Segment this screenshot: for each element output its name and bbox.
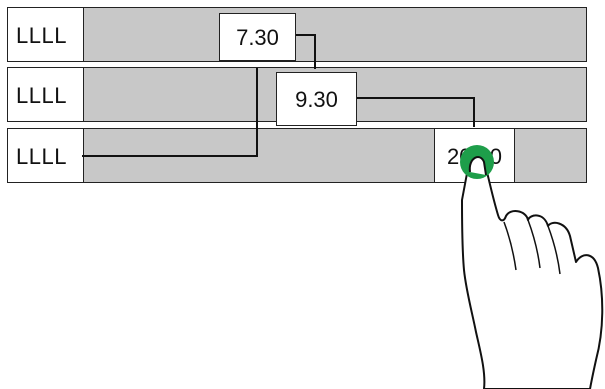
connector-line xyxy=(296,34,316,69)
finger-crease xyxy=(527,219,541,269)
fingertip xyxy=(468,156,487,176)
row-label-cell: LLLL xyxy=(8,68,84,121)
finger-crease xyxy=(503,221,517,271)
row-1[interactable]: LLLL xyxy=(7,7,587,62)
connector-line xyxy=(82,68,258,157)
row-label: LLLL xyxy=(16,83,67,108)
row-label-cell: LLLL xyxy=(8,8,84,61)
hand-pointer-icon xyxy=(461,155,604,389)
value-box[interactable]: 9.30 xyxy=(276,72,357,126)
row-label: LLLL xyxy=(16,23,67,48)
value-box[interactable]: 7.30 xyxy=(219,13,296,61)
finger-crease xyxy=(547,225,561,275)
row-label: LLLL xyxy=(16,144,67,169)
connector-line xyxy=(357,97,475,127)
